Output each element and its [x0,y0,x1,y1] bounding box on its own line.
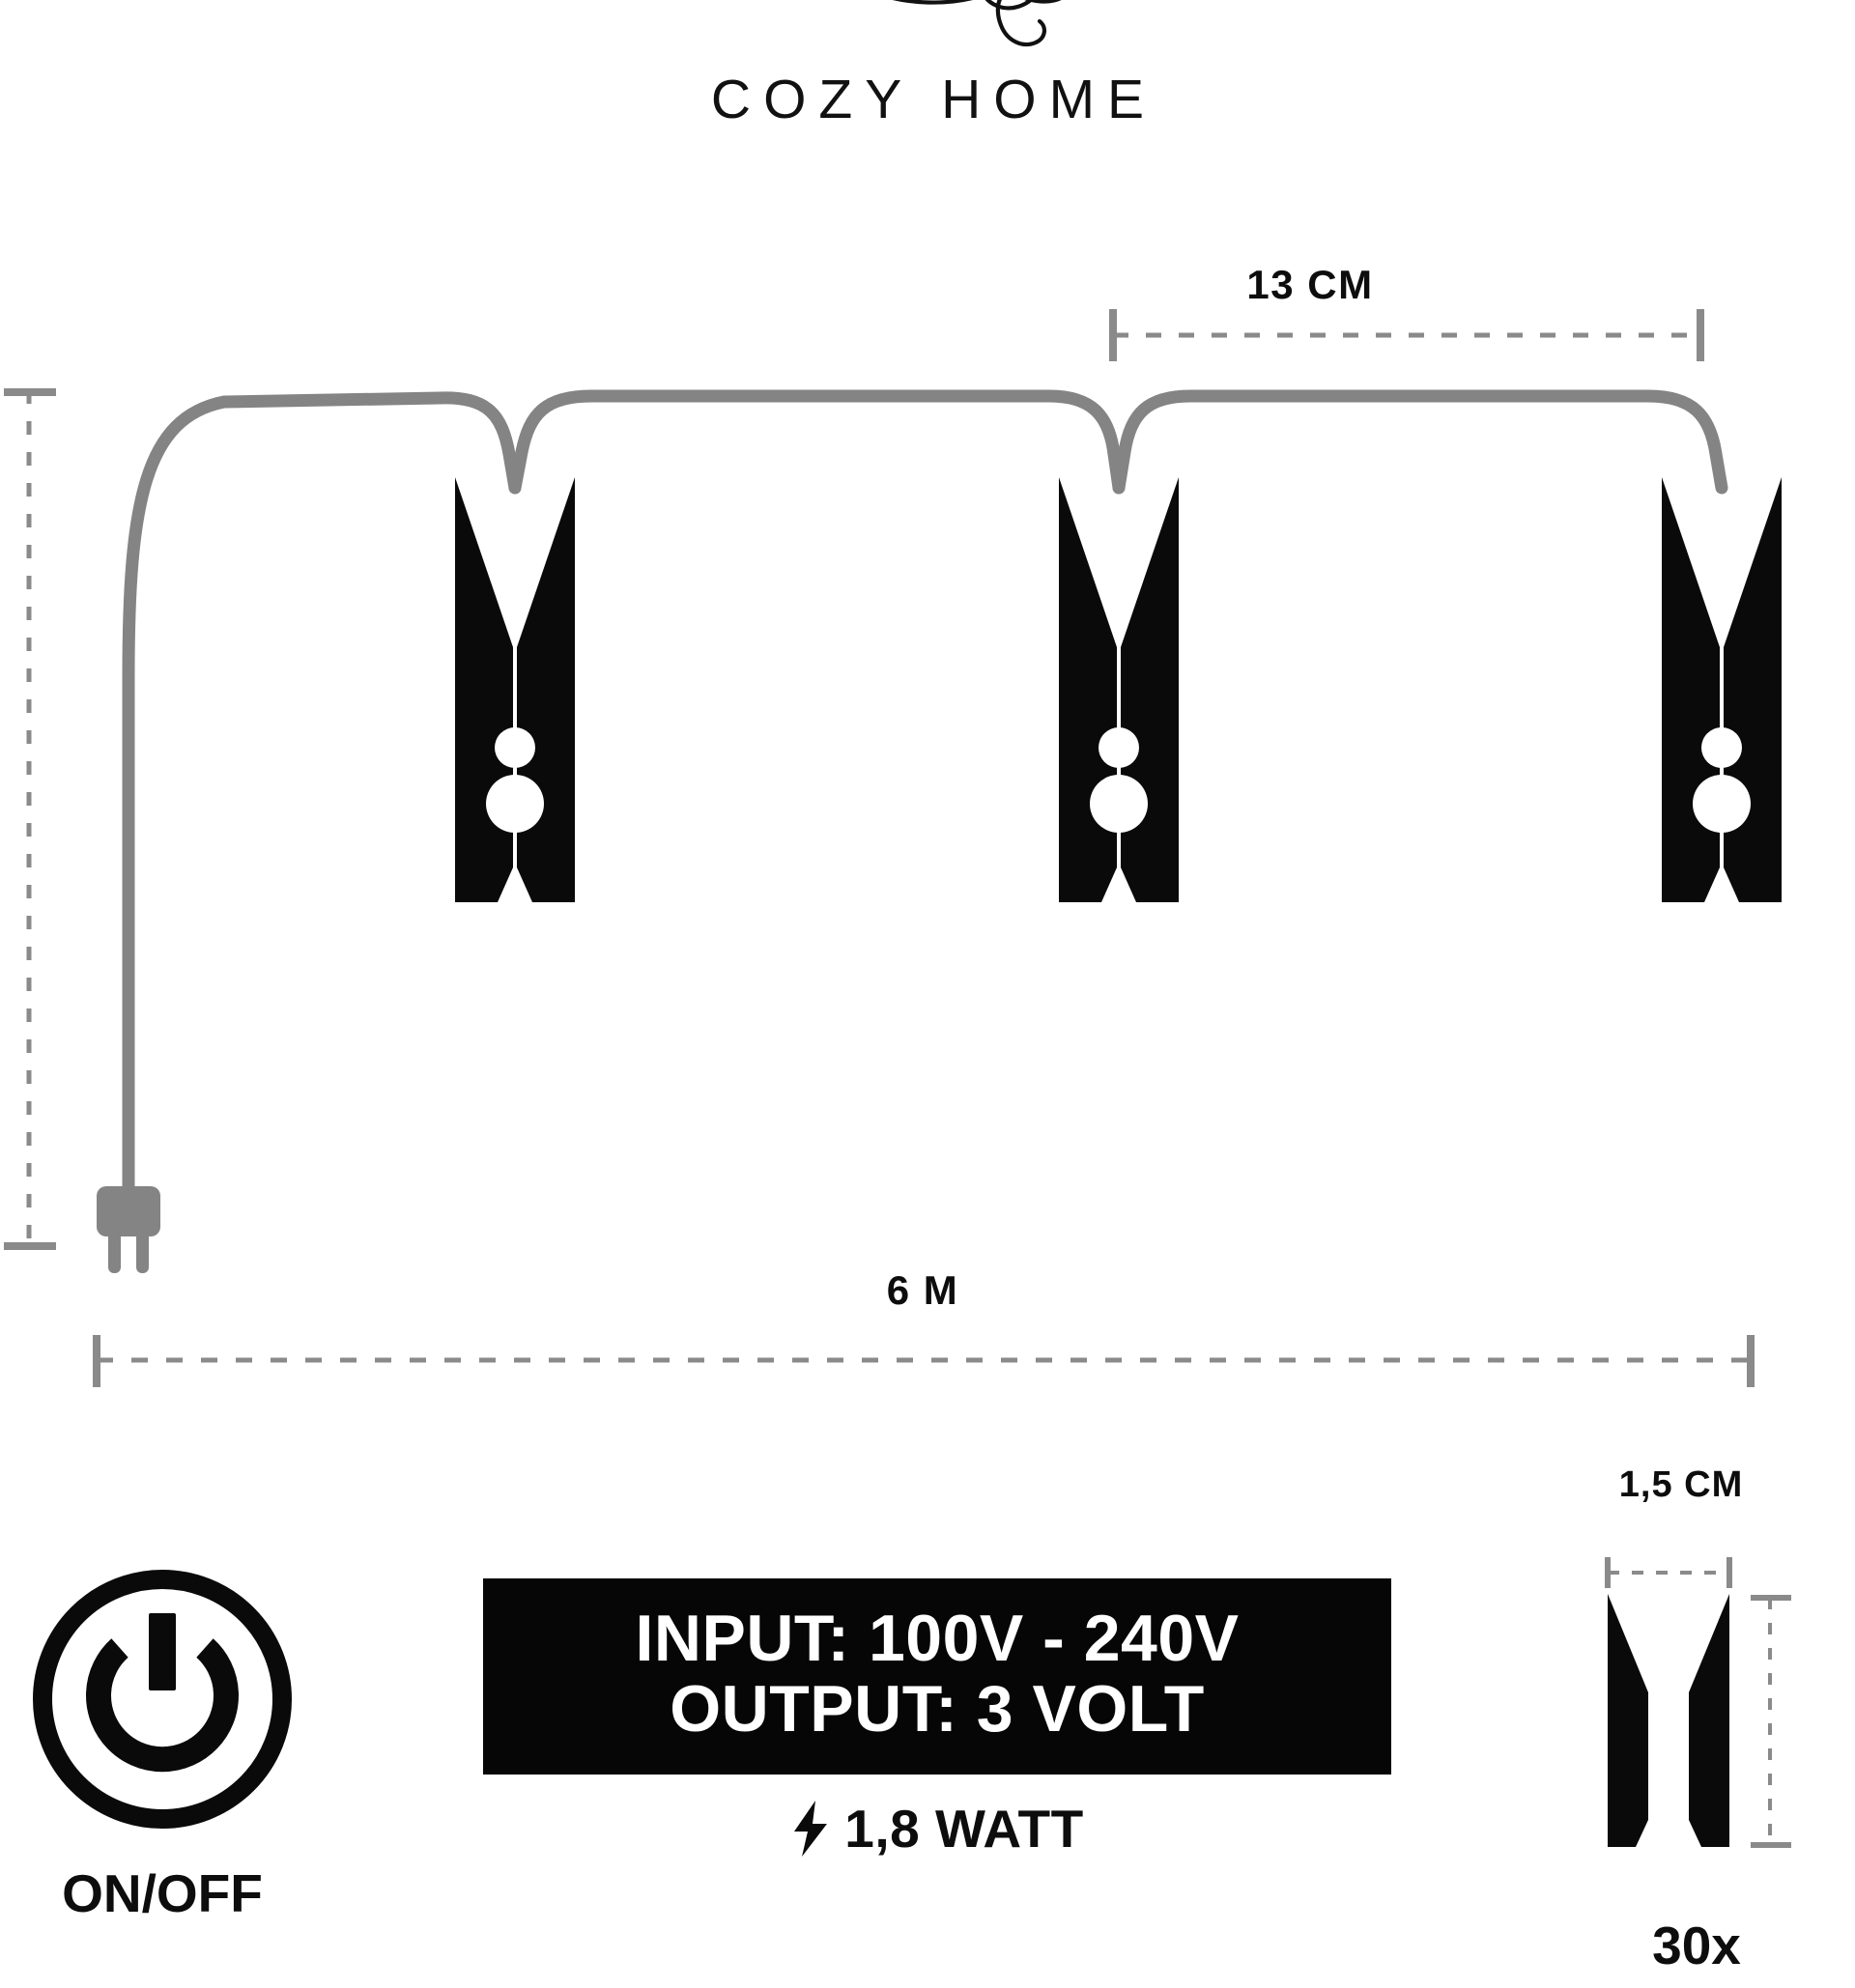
dimension-peg-width [1605,1557,1732,1588]
cord-segment-right [1112,389,1728,495]
cozy-script-logo-icon [0,0,1855,62]
spec-row: ON/OFF INPUT: 100V - 240V OUTPUT: 3 VOLT… [0,1557,1855,1988]
plug-prong-right [136,1231,149,1273]
output-voltage-line: OUTPUT: 3 VOLT [670,1672,1205,1747]
dimension-total-length [93,1335,1755,1387]
lightning-bolt-icon [790,1799,831,1859]
cord-segment-mid [508,389,1126,495]
power-caption: ON/OFF [62,1863,263,1923]
voltage-spec-cell: INPUT: 100V - 240V OUTPUT: 3 VOLT 1,8 WA… [483,1578,1391,1860]
wattage-label: 1,8 WATT [844,1798,1084,1859]
power-cord [122,389,1728,1197]
clothespin-2 [1059,477,1179,902]
diagram-svg [4,309,1782,1387]
wattage-row: 1,8 WATT [483,1798,1391,1860]
dimension-label-peg-width: 1,5 CM [1618,1464,1744,1505]
dimension-label-total-length: 6 M [886,1267,959,1313]
cord-segment-left [122,391,522,1197]
brand-wordmark: COZY HOME [710,69,1157,130]
quantity-label: 30x [1652,1916,1741,1975]
power-spec-cell: ON/OFF [17,1565,307,1924]
string-light-diagram: 13 CM 6 M [4,262,1782,1387]
quantity-spec-cell: 30x [1584,1555,1855,1976]
plug-prong-left [108,1231,121,1273]
quantity-figure [1584,1555,1855,1913]
voltage-box: INPUT: 100V - 240V OUTPUT: 3 VOLT [483,1578,1391,1775]
clothespin-3 [1662,477,1782,902]
input-voltage-line: INPUT: 100V - 240V [635,1602,1240,1675]
clothespin-1 [455,477,575,902]
brand-header: COZY HOME [0,0,1855,131]
dimension-peg-height [1751,1595,1791,1848]
power-plug-icon [97,1186,160,1273]
dimension-label-spacing: 13 CM [1246,262,1374,307]
dimension-drop-height [4,388,56,1250]
plug-body [97,1186,160,1236]
clothespin-icon-small [1608,1594,1729,1847]
power-on-off-icon[interactable] [17,1565,307,1855]
dimension-peg-spacing [1109,309,1704,361]
